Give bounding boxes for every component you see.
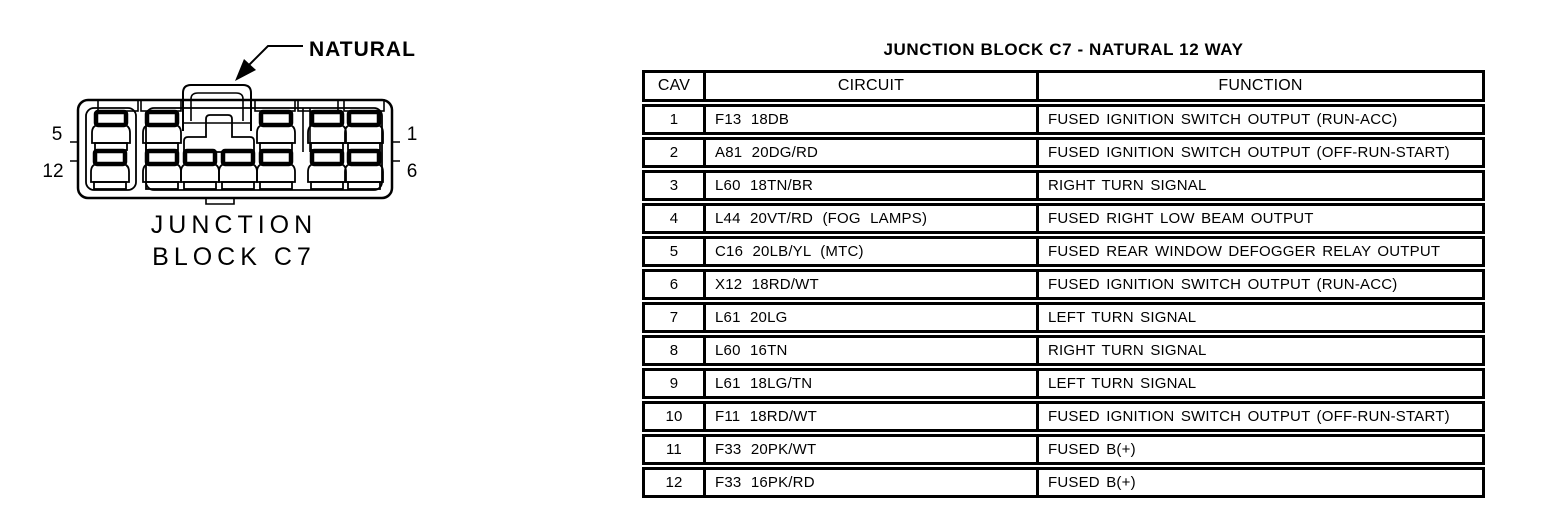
- cav-cell: 1: [645, 107, 706, 132]
- pin-label-1: 1: [407, 124, 418, 145]
- connector-top-tabs: [97, 99, 385, 112]
- terminal-row-bottom: [91, 151, 383, 189]
- function-cell: FUSED B(+): [1048, 474, 1136, 491]
- natural-label: NATURAL: [309, 38, 416, 61]
- connector-caption-line1: JUNCTION: [151, 211, 317, 239]
- function-cell: FUSED IGNITION SWITCH OUTPUT (RUN-ACC): [1048, 276, 1398, 293]
- circuit-cell: F11 18RD/WT: [706, 404, 1039, 429]
- table-row: 4 L44 20VT/RD (FOG LAMPS) FUSED RIGHT LO…: [642, 203, 1485, 234]
- wiring-table: CAV CIRCUIT FUNCTION 1 F13 18DB FUSED IG…: [642, 70, 1485, 498]
- circuit-cell: F33 16PK/RD: [706, 470, 1039, 495]
- natural-callout-arrow: [235, 45, 303, 81]
- connector-side-ticks: [70, 141, 400, 162]
- circuit-cell: L44 20VT/RD (FOG LAMPS): [706, 206, 1039, 231]
- polarizing-key: [183, 114, 255, 153]
- function-cell: RIGHT TURN SIGNAL: [1048, 342, 1207, 359]
- cav-cell: 9: [645, 371, 706, 396]
- circuit-cell: F13 18DB: [706, 107, 1039, 132]
- header-cav: CAV: [645, 73, 706, 99]
- header-circuit: CIRCUIT: [706, 73, 1039, 99]
- function-cell: FUSED IGNITION SWITCH OUTPUT (OFF-RUN-ST…: [1048, 144, 1450, 161]
- junction-block-connector-drawing: NATURAL 5 12 1 6 JUNCTION BLOCK C7: [42, 38, 418, 271]
- function-cell: RIGHT TURN SIGNAL: [1048, 177, 1207, 194]
- function-cell: FUSED RIGHT LOW BEAM OUTPUT: [1048, 210, 1314, 227]
- table-title: JUNCTION BLOCK C7 - NATURAL 12 WAY: [883, 40, 1244, 59]
- table-row: 3 L60 18TN/BR RIGHT TURN SIGNAL: [642, 170, 1485, 201]
- left-cavity-wall: [85, 107, 137, 191]
- circuit-cell: X12 18RD/WT: [706, 272, 1039, 297]
- table-row: 11 F33 20PK/WT FUSED B(+): [642, 434, 1485, 465]
- connector-caption-line2: BLOCK C7: [152, 243, 316, 271]
- cav-cell: 2: [645, 140, 706, 165]
- pin-label-6: 6: [407, 161, 418, 182]
- function-cell: LEFT TURN SIGNAL: [1048, 309, 1197, 326]
- connector-bottom-notch: [205, 198, 235, 205]
- cav-cell: 7: [645, 305, 706, 330]
- table-header-row: CAV CIRCUIT FUNCTION: [642, 70, 1485, 102]
- circuit-cell: L61 18LG/TN: [706, 371, 1039, 396]
- table-row: 7 L61 20LG LEFT TURN SIGNAL: [642, 302, 1485, 333]
- circuit-cell: F33 20PK/WT: [706, 437, 1039, 462]
- connector-figure: NATURAL 5 12 1 6 JUNCTION BLOCK C7: [0, 0, 470, 300]
- cav-cell: 4: [645, 206, 706, 231]
- pin-label-5: 5: [52, 124, 63, 145]
- cav-cell: 5: [645, 239, 706, 264]
- cav-cell: 12: [645, 470, 706, 495]
- cav-cell: 8: [645, 338, 706, 363]
- function-cell: LEFT TURN SIGNAL: [1048, 375, 1197, 392]
- cav-cell: 6: [645, 272, 706, 297]
- circuit-cell: L61 20LG: [706, 305, 1039, 330]
- connector-latch: [182, 84, 252, 131]
- circuit-cell: A81 20DG/RD: [706, 140, 1039, 165]
- header-function: FUNCTION: [1218, 77, 1303, 94]
- cav-cell: 10: [645, 404, 706, 429]
- cav-cell: 3: [645, 173, 706, 198]
- table-row: 9 L61 18LG/TN LEFT TURN SIGNAL: [642, 368, 1485, 399]
- table-row: 12 F33 16PK/RD FUSED B(+): [642, 467, 1485, 498]
- table-row: 2 A81 20DG/RD FUSED IGNITION SWITCH OUTP…: [642, 137, 1485, 168]
- table-row: 10 F11 18RD/WT FUSED IGNITION SWITCH OUT…: [642, 401, 1485, 432]
- table-row: 5 C16 20LB/YL (MTC) FUSED REAR WINDOW DE…: [642, 236, 1485, 267]
- table-row: 1 F13 18DB FUSED IGNITION SWITCH OUTPUT …: [642, 104, 1485, 135]
- circuit-cell: C16 20LB/YL (MTC): [706, 239, 1039, 264]
- function-cell: FUSED B(+): [1048, 441, 1136, 458]
- circuit-cell: L60 18TN/BR: [706, 173, 1039, 198]
- function-cell: FUSED IGNITION SWITCH OUTPUT (RUN-ACC): [1048, 111, 1398, 128]
- table-row: 6 X12 18RD/WT FUSED IGNITION SWITCH OUTP…: [642, 269, 1485, 300]
- function-cell: FUSED IGNITION SWITCH OUTPUT (OFF-RUN-ST…: [1048, 408, 1450, 425]
- function-cell: FUSED REAR WINDOW DEFOGGER RELAY OUTPUT: [1048, 243, 1441, 260]
- wiring-table-body: 1 F13 18DB FUSED IGNITION SWITCH OUTPUT …: [642, 104, 1485, 498]
- cav-cell: 11: [645, 437, 706, 462]
- circuit-cell: L60 16TN: [706, 338, 1039, 363]
- table-row: 8 L60 16TN RIGHT TURN SIGNAL: [642, 335, 1485, 366]
- pinout-section: JUNCTION BLOCK C7 - NATURAL 12 WAY CAV C…: [642, 40, 1485, 498]
- pin-label-12: 12: [42, 161, 63, 182]
- connector-body: [70, 98, 400, 205]
